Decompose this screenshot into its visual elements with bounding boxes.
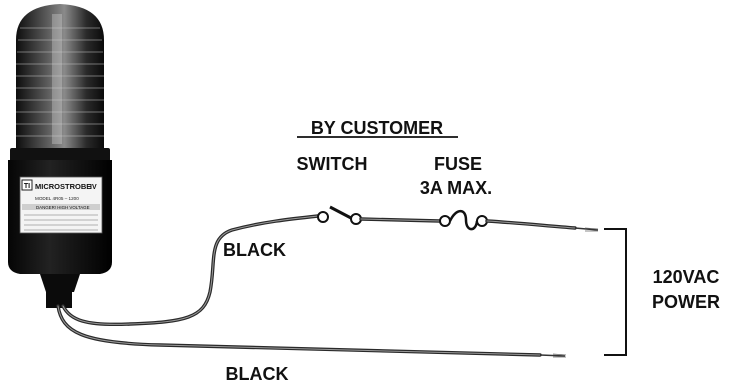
switch-terminal-left	[317, 211, 329, 223]
strobe-stem	[40, 274, 80, 292]
switch-label: SWITCH	[297, 154, 368, 174]
fuse-element	[448, 209, 479, 231]
device-model: MODEL 4R05 – 1200	[35, 196, 79, 201]
power-bracket	[604, 228, 627, 356]
strobe-collar	[10, 148, 110, 162]
fuse-label: FUSE	[434, 154, 482, 174]
by-customer-heading: BY CUSTOMER	[311, 118, 443, 138]
dome-ribs	[16, 27, 104, 137]
device-series: IV	[90, 184, 97, 191]
switch-symbol	[317, 205, 362, 225]
power-label-line1: 120VAC	[653, 267, 720, 287]
fuse-terminal-left	[439, 215, 451, 227]
lower-wire-label: BLACK	[226, 364, 289, 384]
device-warning: DANGER! HIGH VOLTAGE	[36, 205, 90, 210]
power-label-line2: POWER	[652, 292, 720, 312]
device-brand: MICROSTROBE	[35, 182, 91, 191]
fuse-rating-label: 3A MAX.	[420, 178, 492, 198]
upper-black-wire	[61, 214, 320, 327]
strobe-light: TI MICROSTROBE IV MODEL 4R05 – 1200 DANG…	[8, 4, 112, 308]
fuse-to-supply-wire	[485, 219, 599, 232]
fuse-symbol	[439, 209, 488, 231]
strobe-label-plate: TI MICROSTROBE IV MODEL 4R05 – 1200 DANG…	[19, 176, 103, 234]
upper-wire-label: BLACK	[223, 240, 286, 260]
switch-lever	[329, 205, 352, 220]
lower-black-wire	[56, 304, 567, 358]
device-logo-mark: TI	[24, 183, 30, 190]
